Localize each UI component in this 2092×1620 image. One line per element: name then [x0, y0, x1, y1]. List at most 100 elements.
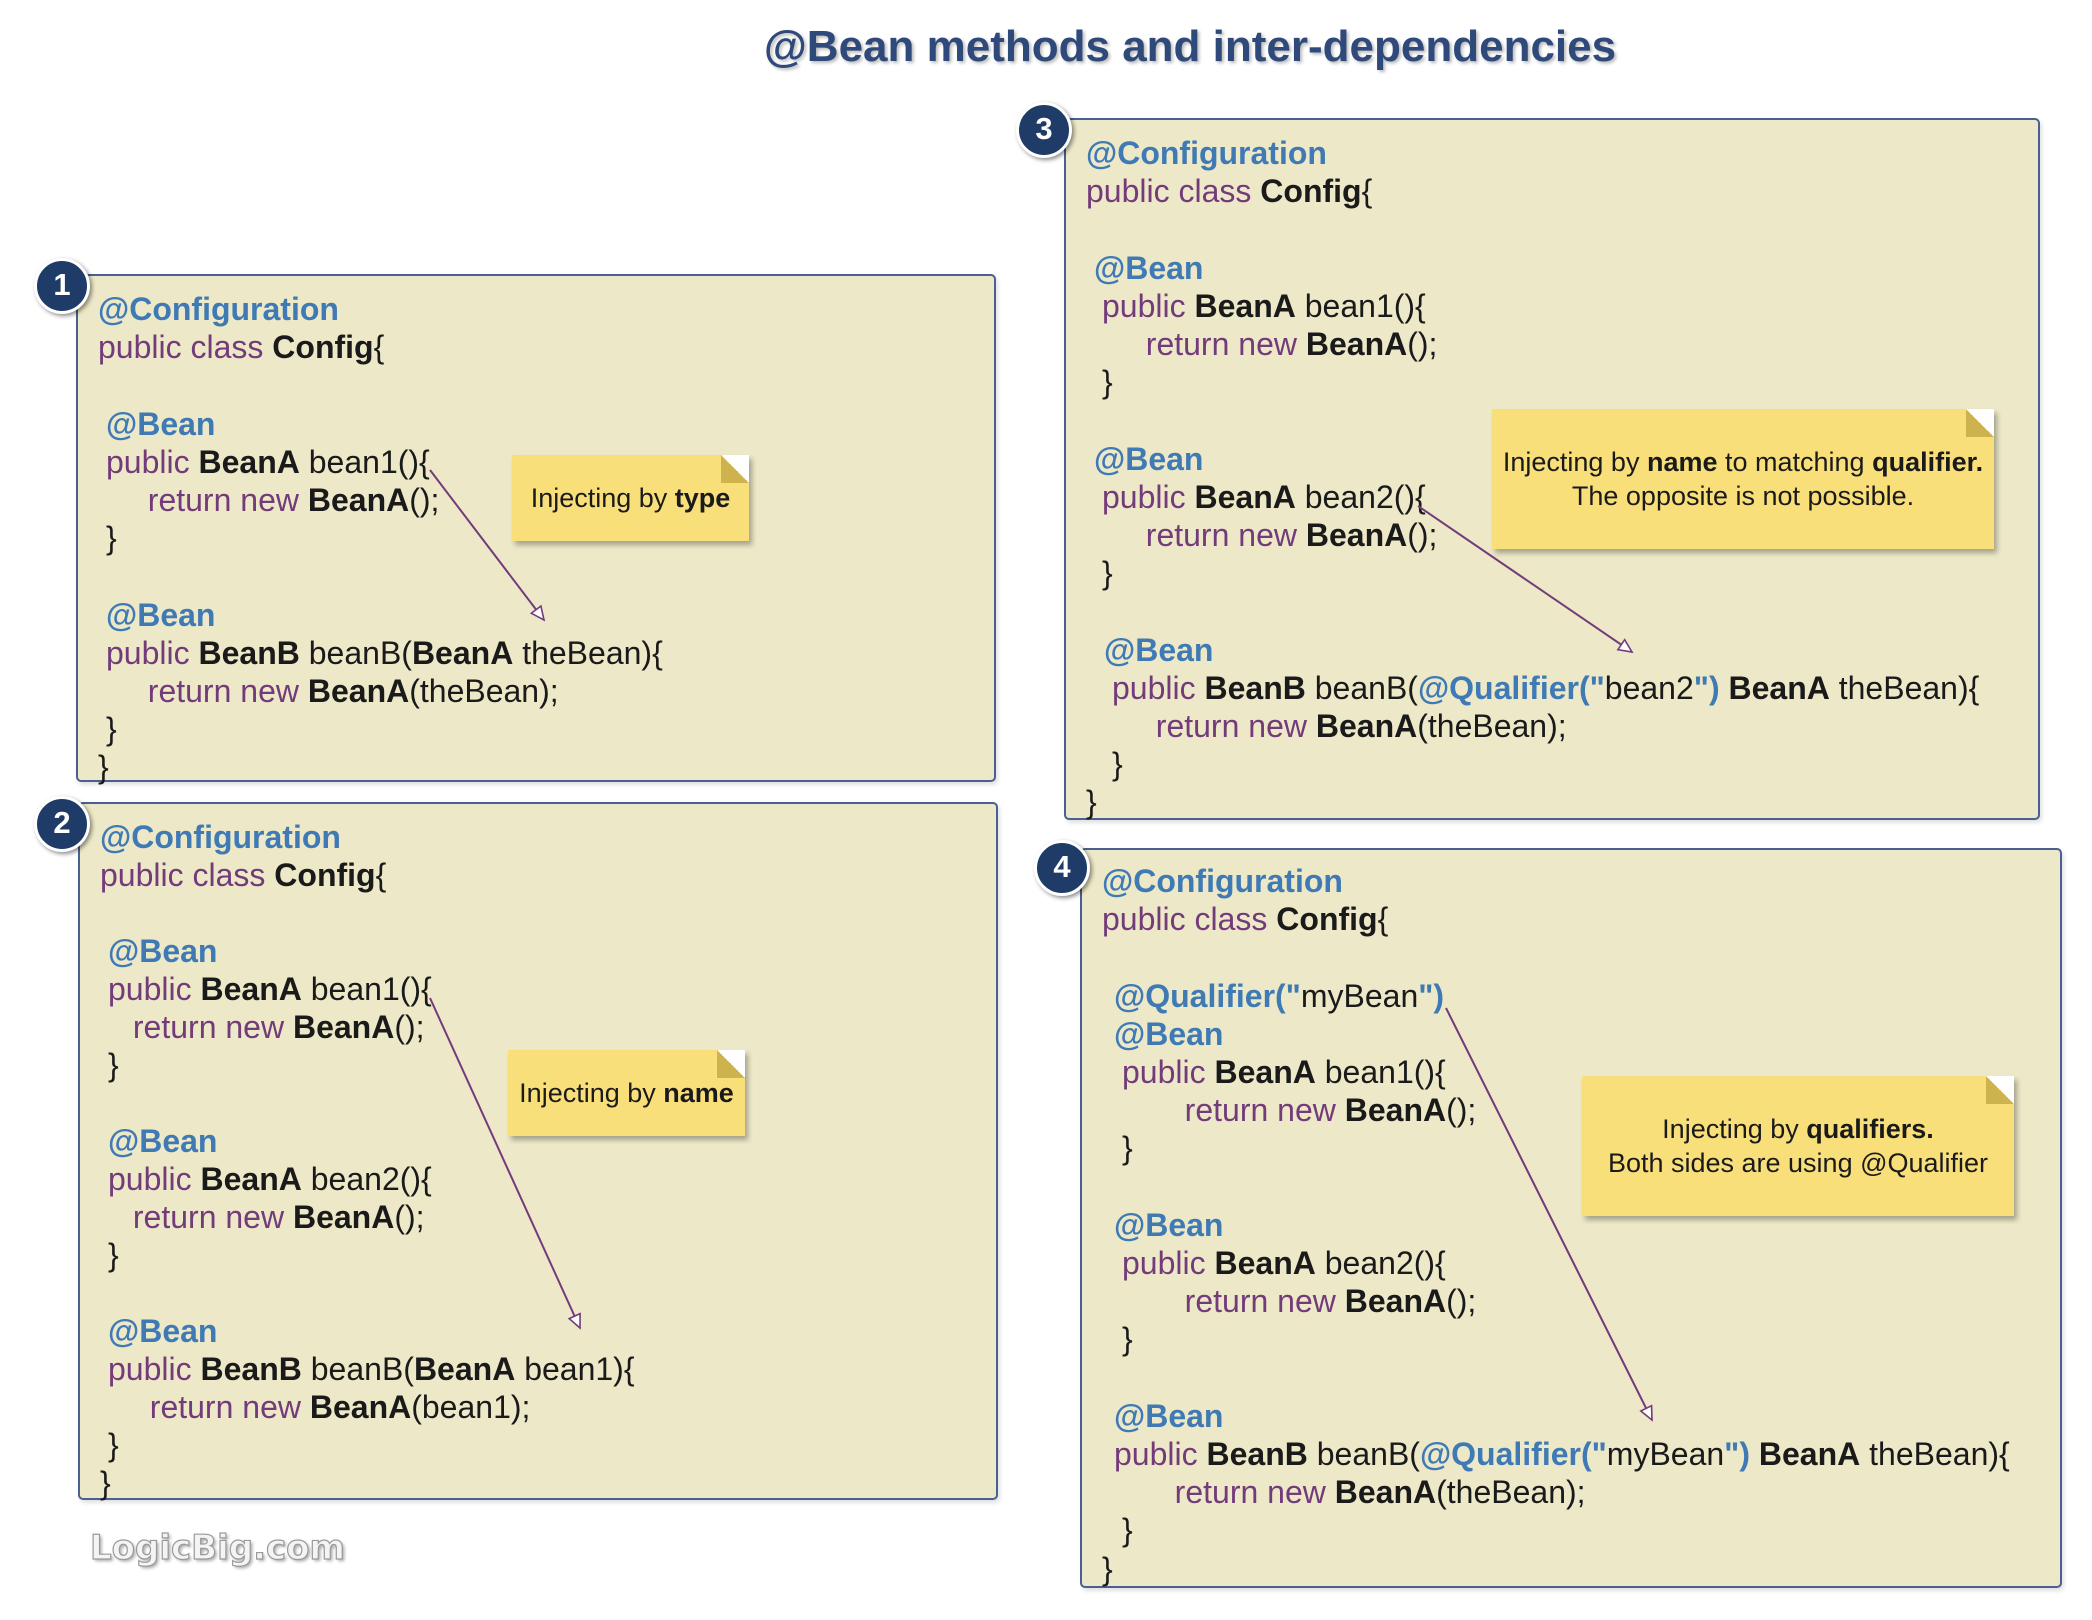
- code-token: ();: [1407, 326, 1438, 362]
- code-token: bean1){: [515, 1351, 635, 1387]
- code-token: public: [108, 1161, 201, 1197]
- code-token: bean2: [1604, 669, 1694, 706]
- code-token: BeanA: [1194, 287, 1296, 324]
- code-line: @Configuration: [100, 818, 341, 856]
- code-token: }: [1086, 784, 1097, 821]
- code-token: return new: [1128, 517, 1306, 553]
- code-token: return new: [1148, 1474, 1335, 1511]
- code-line: return new BeanA(theBean);: [130, 672, 559, 710]
- note-text: Injecting by: [519, 1078, 664, 1108]
- code-line: @Bean: [1114, 1206, 1223, 1244]
- note-line: Injecting by name to matching qualifier.: [1492, 445, 1994, 479]
- code-token: BeanA: [1305, 326, 1408, 362]
- code-token: BeanA: [1344, 1283, 1447, 1320]
- code-token: }: [100, 1465, 111, 1501]
- code-token: (theBean);: [1417, 708, 1567, 744]
- code-token: {: [373, 329, 385, 366]
- code-token: beanB(: [1305, 669, 1418, 706]
- note-text: Injecting by: [530, 483, 675, 513]
- code-token: theBean){: [513, 634, 663, 671]
- code-token: theBean){: [1829, 669, 1980, 706]
- code-token: return new: [1138, 708, 1316, 744]
- step-badge-4: 4: [1034, 840, 1090, 896]
- code-line: @Bean: [1114, 1397, 1223, 1435]
- code-token: {: [375, 857, 387, 893]
- code-line: }: [106, 519, 117, 557]
- code-token: ();: [1407, 517, 1438, 553]
- code-line: public BeanA bean1(){: [1102, 287, 1426, 325]
- code-token: }: [1122, 1130, 1133, 1167]
- code-token: }: [1112, 746, 1123, 783]
- code-token: Config: [274, 857, 376, 893]
- code-token: BeanB: [200, 1351, 302, 1387]
- code-token: public: [1122, 1054, 1215, 1090]
- code-token: ();: [394, 1199, 425, 1235]
- code-token: theBean){: [1860, 1436, 2010, 1472]
- code-token: }: [98, 749, 109, 786]
- code-token: }: [106, 711, 117, 748]
- note-text: type: [674, 483, 731, 513]
- code-token: @Configuration: [98, 291, 339, 327]
- code-line: }: [1102, 363, 1113, 401]
- code-line: public BeanA bean2(){: [1122, 1244, 1446, 1282]
- code-token: @Bean: [1114, 1397, 1224, 1434]
- code-token: public: [108, 971, 201, 1007]
- code-line: @Configuration: [1086, 134, 1327, 172]
- code-line: public BeanB beanB(@Qualifier("bean2") B…: [1112, 669, 1979, 707]
- code-line: return new BeanA();: [1158, 1282, 1477, 1320]
- code-line: }: [1102, 1550, 1113, 1588]
- note-text: The opposite is not possible.: [1571, 481, 1915, 511]
- code-token: beanB(: [301, 1351, 414, 1387]
- note-text: name: [1646, 447, 1718, 477]
- code-line: @Configuration: [1102, 862, 1343, 900]
- code-token: BeanA: [292, 1199, 395, 1235]
- code-token: }: [108, 1427, 119, 1463]
- note-1: Injecting by type: [512, 455, 749, 541]
- code-token: @Bean: [106, 405, 216, 442]
- code-token: @Bean: [108, 1313, 218, 1349]
- code-token: @Bean: [1104, 631, 1214, 668]
- code-line: @Bean: [1104, 631, 1213, 669]
- note-4: Injecting by qualifiers.Both sides are u…: [1582, 1076, 2014, 1216]
- code-line: public BeanA bean2(){: [108, 1160, 432, 1198]
- code-line: public class Config{: [98, 328, 384, 366]
- code-token: beanB(: [299, 634, 412, 671]
- code-line: @Bean: [1094, 440, 1203, 478]
- code-token: ();: [394, 1009, 425, 1045]
- code-token: BeanA: [1214, 1054, 1316, 1090]
- code-token: }: [1102, 1550, 1113, 1587]
- code-token: bean1(){: [1295, 287, 1426, 324]
- code-line: }: [108, 1236, 119, 1274]
- note-text: Both sides are using @Qualifier: [1607, 1148, 1989, 1178]
- code-token: BeanA: [1315, 708, 1418, 744]
- code-token: {: [1377, 901, 1389, 938]
- code-token: @Bean: [1114, 1015, 1224, 1052]
- code-line: }: [1102, 554, 1113, 592]
- code-token: return new: [1128, 326, 1306, 362]
- code-line: }: [108, 1426, 119, 1464]
- code-line: return new BeanA();: [130, 481, 440, 519]
- code-token: public class: [1086, 173, 1261, 210]
- code-token: BeanA: [198, 443, 300, 480]
- code-token: ();: [1446, 1283, 1477, 1320]
- code-line: @Bean: [108, 932, 217, 970]
- code-token: BeanB: [1206, 1436, 1308, 1472]
- code-line: public BeanA bean1(){: [1122, 1053, 1446, 1091]
- code-token: }: [1122, 1321, 1133, 1358]
- code-token: return new: [130, 673, 308, 709]
- code-line: @Bean: [1114, 1015, 1223, 1053]
- code-token: @Bean: [108, 933, 218, 969]
- code-token: }: [108, 1047, 119, 1083]
- code-token: }: [108, 1237, 119, 1273]
- code-line: }: [1122, 1320, 1133, 1358]
- code-token: BeanA: [1758, 1436, 1861, 1472]
- code-token: {: [1361, 173, 1373, 210]
- code-line: @Bean: [1094, 249, 1203, 287]
- code-token: public: [106, 443, 199, 480]
- code-token: public class: [1102, 901, 1277, 938]
